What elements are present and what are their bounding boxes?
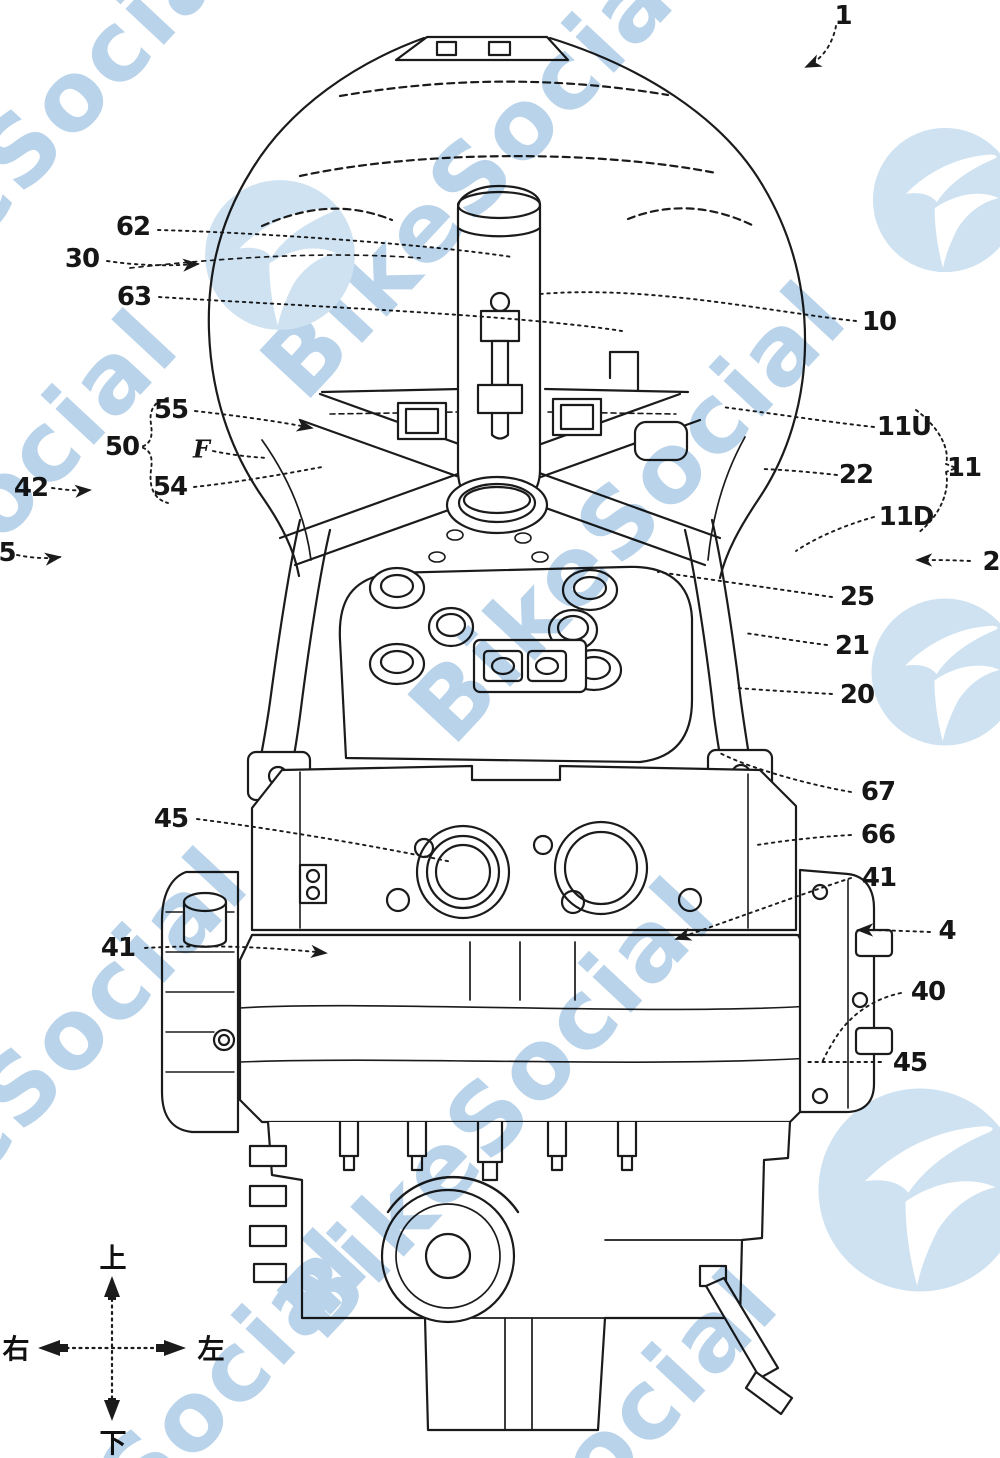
compass-cross	[38, 1276, 186, 1421]
ref-label-11: 11	[946, 453, 982, 483]
ref-label-11U: 11U	[876, 412, 932, 442]
ref-label-41-left: 41	[100, 933, 136, 963]
ref-label-54: 54	[152, 472, 188, 502]
lower-crankcase-oil-pan	[248, 1120, 792, 1432]
ref-label-5: 5	[0, 538, 17, 568]
ref-label-42: 42	[13, 473, 49, 503]
ref-label-21: 21	[834, 631, 870, 661]
ref-label-2: 2	[982, 547, 1000, 577]
radiator-left	[160, 870, 240, 1134]
ref-label-10: 10	[861, 307, 897, 337]
ref-label-45-right: 45	[892, 1048, 928, 1078]
leader-lines	[16, 25, 971, 1064]
side-stand	[698, 1264, 794, 1416]
steering-head-tube	[445, 184, 549, 535]
ref-label-30: 30	[64, 244, 100, 274]
ref-label-11D: 11D	[878, 502, 935, 532]
ref-label-22: 22	[838, 460, 874, 490]
engine-cover-right	[798, 868, 894, 1114]
compass-right-label: 左	[197, 1334, 225, 1366]
ref-label-66: 66	[860, 820, 896, 850]
compass-top-label: 上	[99, 1243, 127, 1275]
airbox-assembly	[338, 529, 694, 764]
ref-label-41-right: 41	[861, 863, 897, 893]
ref-label-50: 50	[104, 432, 140, 462]
ref-label-67: 67	[860, 777, 896, 807]
ref-label-1: 1	[834, 1, 852, 31]
engine-cylinder-head	[250, 764, 798, 937]
ref-label-45-left: 45	[153, 804, 189, 834]
compass-bottom-label: 下	[99, 1428, 127, 1458]
ref-label-20: 20	[839, 680, 875, 710]
ref-label-F: F	[192, 434, 210, 464]
label-braces	[140, 397, 957, 534]
compass-left-label: 右	[2, 1334, 30, 1366]
ref-label-40: 40	[910, 977, 946, 1007]
ref-label-55: 55	[153, 395, 189, 425]
ref-label-25: 25	[839, 582, 875, 612]
ref-label-62: 62	[115, 212, 151, 242]
ref-label-4: 4	[938, 916, 956, 946]
ref-label-63: 63	[116, 282, 152, 312]
